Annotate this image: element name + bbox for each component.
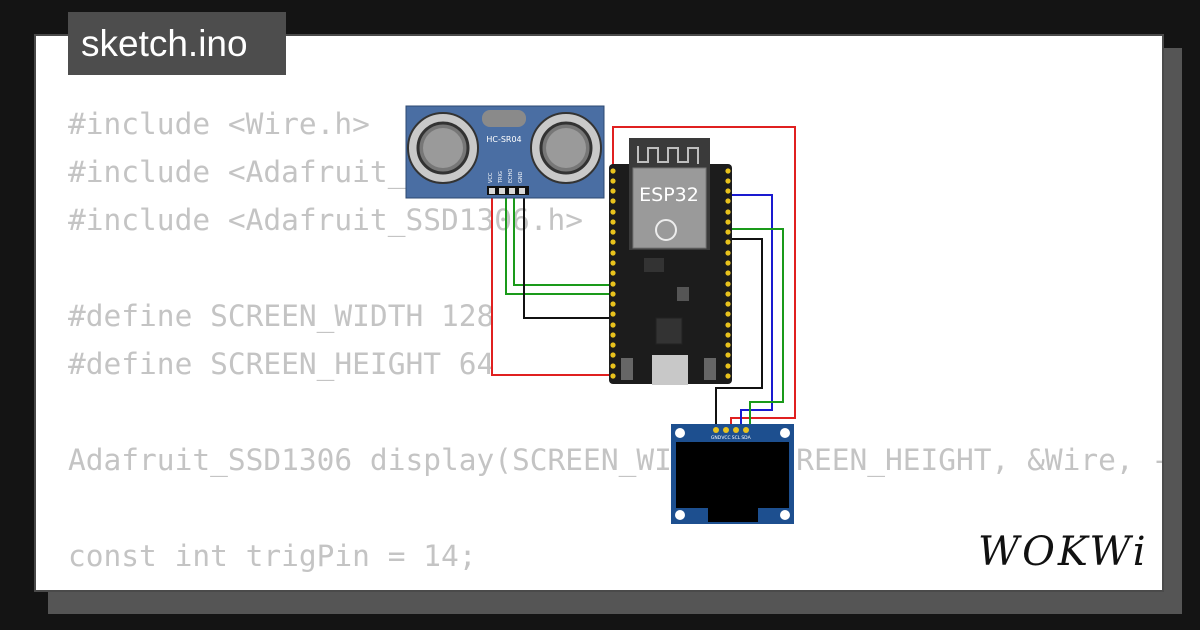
esp32-label: ESP32: [639, 184, 699, 206]
code-line: Adafruit_SSD1306 display(SCREEN_WIDTH, S…: [68, 443, 1164, 477]
wokwi-logo: WOKWi: [978, 529, 1149, 575]
oled-display[interactable]: GND VCC SCL SDA: [671, 424, 794, 524]
code-line: #define SCREEN_WIDTH 128: [68, 299, 495, 333]
oled-screen: [676, 442, 789, 508]
oled-pin-label: SDA: [741, 435, 751, 441]
transducer-right-icon: [530, 112, 602, 184]
wire-blue-scl: [728, 194, 773, 432]
sensor-label: HC-SR04: [486, 135, 521, 144]
sensor-pin[interactable]: [489, 188, 495, 194]
oled-pin-label: VCC: [721, 435, 730, 441]
sensor-pin-label: VCC: [488, 172, 494, 183]
wire-black-gnd: [523, 194, 613, 319]
sensor-pin[interactable]: [509, 188, 515, 194]
sensor-pin-label: ECHO: [508, 169, 514, 183]
wire-green-echo: [513, 194, 613, 286]
right-pin-header: [725, 168, 731, 379]
sensor-pin[interactable]: [519, 188, 525, 194]
code-line: const int echoPin = 27;: [68, 580, 1162, 590]
sensor-pin-label: GND: [518, 171, 524, 183]
code-line: #define SCREEN_HEIGHT 64: [68, 347, 495, 381]
wire-black-oled-gnd: [715, 238, 763, 432]
wires: [491, 126, 796, 432]
sensor-pin[interactable]: [499, 188, 505, 194]
wire-green-trig: [505, 194, 613, 295]
sensor-pin-label: TRIG: [498, 171, 504, 184]
file-tab[interactable]: sketch.ino: [68, 12, 286, 75]
espressif-logo-icon: [655, 219, 677, 241]
usb-port: [652, 355, 688, 385]
left-pin-header: [610, 168, 616, 379]
oled-pin-label: SCL: [732, 435, 741, 441]
ultrasonic-sensor[interactable]: HC-SR04 VCC TRIG ECHO GND: [405, 105, 605, 199]
wire-red-oled-vcc: [612, 126, 796, 432]
code-line: #include <Wire.h>: [68, 107, 370, 141]
oled-pin-label: GND: [711, 435, 722, 441]
wire-red-vcc: [491, 194, 613, 376]
esp32-board[interactable]: ESP32: [609, 138, 732, 385]
code-line: const int trigPin = 14;: [68, 539, 477, 573]
transducer-left-icon: [407, 112, 479, 184]
wire-green-sda: [728, 228, 784, 432]
